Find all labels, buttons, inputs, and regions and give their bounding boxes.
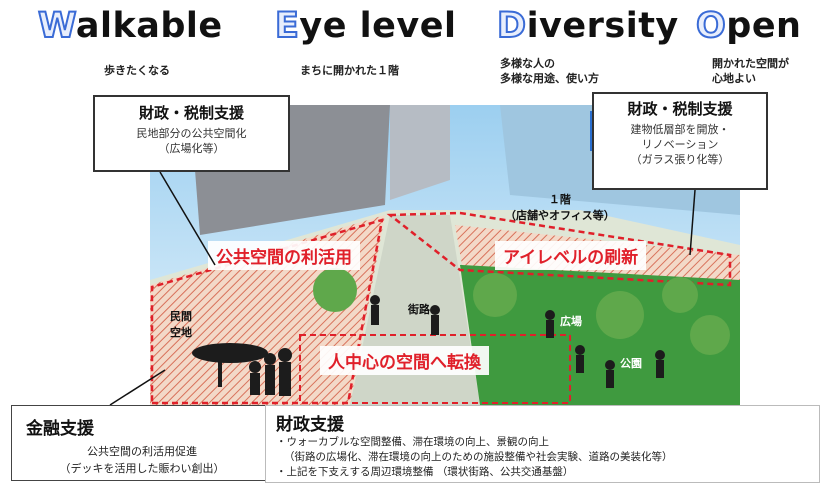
open-subtitle: 開かれた空間が心地よい — [712, 57, 789, 85]
pointer-line-finance — [109, 369, 166, 406]
public-space-use-label: 公共空間の利活用 — [208, 241, 360, 270]
pointer-line-right — [689, 189, 696, 256]
people-silhouettes — [192, 295, 665, 396]
left-dashed-outline — [150, 218, 384, 405]
pointer-line-left — [159, 171, 216, 266]
fiscal-support-title: 財政支援 — [276, 415, 344, 435]
trees — [313, 268, 730, 355]
fiscal-support-line-3: ・上記を下支えする周辺環境整備 （環状街路、公共交通基盤） — [276, 466, 574, 478]
people-centered-label: 人中心の空間へ転換 — [320, 346, 489, 375]
finance-support-title: 金融支援 — [26, 419, 94, 439]
plaza-label: 広場 — [560, 315, 582, 328]
building-center — [390, 105, 450, 200]
street-scene-illustration: 公共空間の利活用 アイレベルの刷新 人中心の空間へ転換 １階（店舗やオフィス等）… — [150, 105, 740, 405]
park-label: 公園 — [620, 357, 642, 370]
heading-eye-level: Eye level — [274, 5, 457, 47]
heading-walkable: Walkable — [37, 5, 223, 47]
fiscal-tax-support-left: 財政・税制支援 民地部分の公共空間化 （広場化等） — [93, 95, 290, 172]
finance-support-box: 金融支援 公共空間の利活用促進 （デッキを活用した賑わい創出） — [11, 405, 273, 481]
street-label: 街路 — [408, 303, 430, 316]
eye-level-renewal-label: アイレベルの刷新 — [495, 241, 647, 270]
eye-level-subtitle: まちに開かれた１階 — [300, 64, 399, 77]
first-floor-label: １階（店舗やオフィス等） — [505, 193, 615, 222]
fiscal-tax-support-right: 財政・税制支援 建物低層部を開放・ リノベーション （ガラス張り化等） — [592, 92, 768, 190]
heading-diversity: Diversity — [496, 5, 679, 47]
finance-support-line-2: （デッキを活用した賑わい創出） — [59, 462, 225, 475]
walkable-subtitle: 歩きたくなる — [104, 64, 170, 77]
fiscal-support-box: 財政支援 ・ウォーカブルな空間整備、滞在環境の向上、景観の向上 （街路の広場化、… — [265, 405, 820, 483]
fiscal-support-line-1: ・ウォーカブルな空間整備、滞在環境の向上、景観の向上 — [276, 436, 549, 448]
diversity-subtitle: 多様な人の多様な用途、使い方 — [500, 57, 599, 85]
heading-open: Open — [695, 5, 802, 47]
fiscal-support-line-2: （街路の広場化、滞在環境の向上のための施設整備や社会実験、道路の美装化等） — [284, 451, 673, 463]
bottom-dashed-outline — [299, 334, 571, 404]
private-land-label: 民間空地 — [170, 310, 192, 339]
finance-support-line-1: 公共空間の利活用促進 — [87, 445, 197, 458]
